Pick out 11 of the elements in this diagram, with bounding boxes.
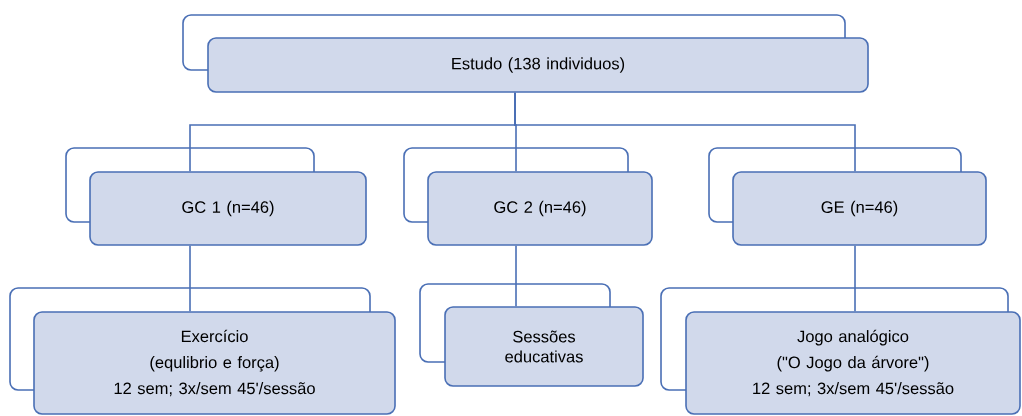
- stacked-box: Jogo analógico ("O Jogo da árvore") 12 sem; 3x/sem 45'/sessão: [660, 287, 1021, 415]
- stacked-box: Estudo (138 individuos): [182, 14, 869, 93]
- stacked-box: GE (n=46): [708, 147, 987, 246]
- connector-line: [515, 245, 517, 307]
- connector-line: [514, 92, 856, 172]
- stacked-box: GC 1 (n=46): [65, 147, 367, 246]
- connector-line: [854, 245, 856, 312]
- stacked-box: Sessões educativas: [419, 283, 644, 387]
- stacked-box: Exercício (equlibrio e força) 12 sem; 3x/sem 45'/sessão: [9, 287, 396, 415]
- connector-line: [189, 245, 191, 312]
- stacked-box: GC 2 (n=46): [403, 147, 653, 246]
